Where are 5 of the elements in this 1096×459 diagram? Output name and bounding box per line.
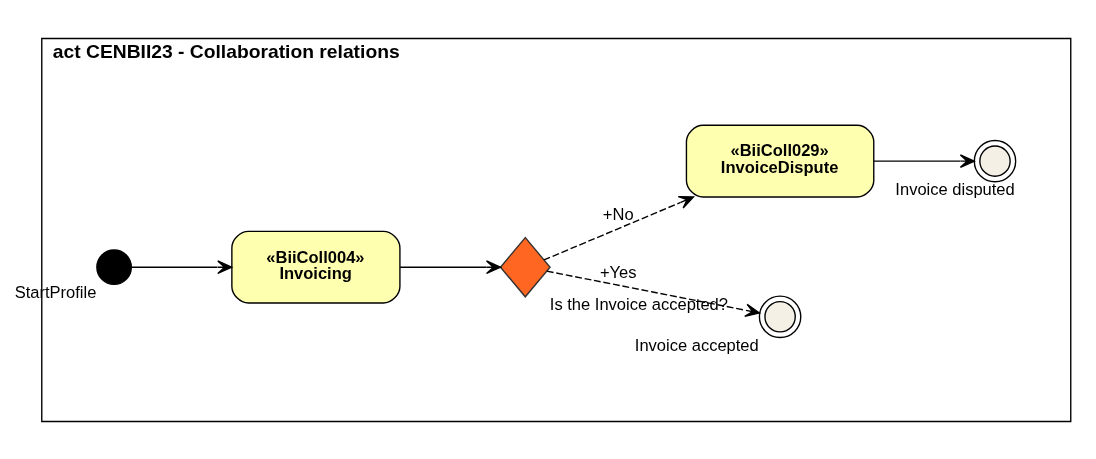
node-label: Invoice disputed — [895, 179, 1015, 199]
node-label: Is the Invoice accepted? — [549, 294, 728, 314]
edge-label: +Yes — [599, 262, 637, 282]
node-label: Invoice accepted — [634, 335, 759, 355]
edge-label: +No — [602, 204, 634, 224]
